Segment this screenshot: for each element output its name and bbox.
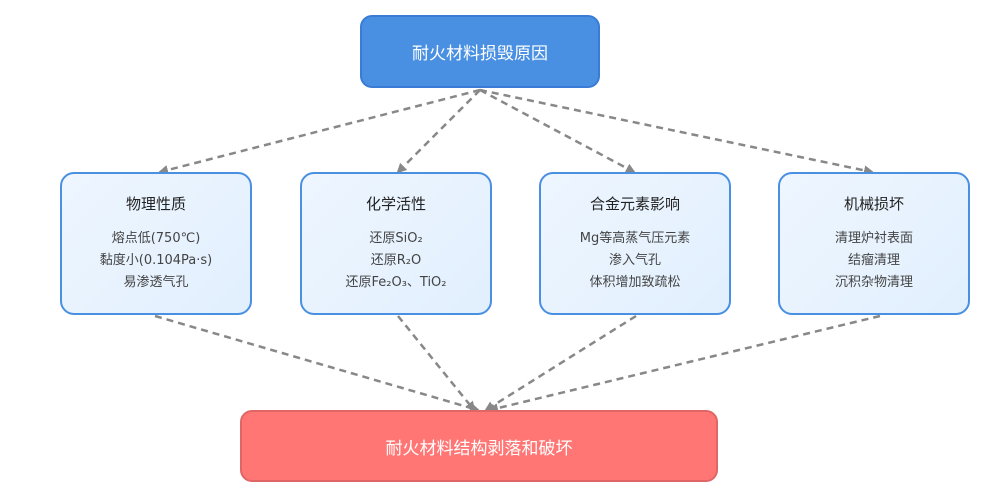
edge-root-to-alloy [479,88,636,174]
cause-node-physical: 物理性质 熔点低(750℃) 黏度小(0.104Pa·s) 易渗透气孔 [60,172,252,315]
cause-line: 还原R₂O [370,253,422,268]
cause-line: 结瘤清理 [847,253,900,268]
cause-line: 清理炉衬表面 [834,231,913,246]
cause-title: 物理性质 [125,195,186,213]
cause-node-chemical: 化学活性 还原SiO₂ 还原R₂O 还原Fe₂O₃、TiO₂ [300,172,492,315]
cause-title: 机械损坏 [843,195,904,213]
edge-physical-to-result [154,314,480,413]
cause-line: 体积增加致疏松 [589,275,681,290]
cause-line: 还原SiO₂ [369,231,423,246]
cause-title: 化学活性 [365,195,426,213]
cause-line: 黏度小(0.104Pa·s) [99,253,213,268]
cause-node-mechanical: 机械损坏 清理炉衬表面 结瘤清理 沉积杂物清理 [778,172,970,315]
edge-root-to-physical [158,88,481,175]
edge-root-to-chemical [396,89,481,174]
cause-line: 渗入气孔 [608,253,661,268]
cause-title: 合金元素影响 [589,195,680,213]
result-label: 耐火材料结构剥落和破坏 [385,438,573,459]
cause-line: 还原Fe₂O₃、TiO₂ [345,275,447,290]
result-node: 耐火材料结构剥落和破坏 [240,410,718,482]
edge-chemical-to-result [397,315,476,412]
cause-line: 沉积杂物清理 [834,275,913,290]
cause-line: 易渗透气孔 [123,275,189,290]
edge-mechanical-to-result [488,314,881,413]
cause-line: Mg等高蒸气压元素 [579,231,691,246]
cause-node-alloy: 合金元素影响 Mg等高蒸气压元素 渗入气孔 体积增加致疏松 [539,172,731,315]
cause-line: 熔点低(750℃) [111,231,201,246]
edge-root-to-mechanical [479,88,874,176]
edge-alloy-to-result [484,314,637,412]
root-label: 耐火材料损毁原因 [412,44,548,64]
root-node: 耐火材料损毁原因 [360,15,600,88]
